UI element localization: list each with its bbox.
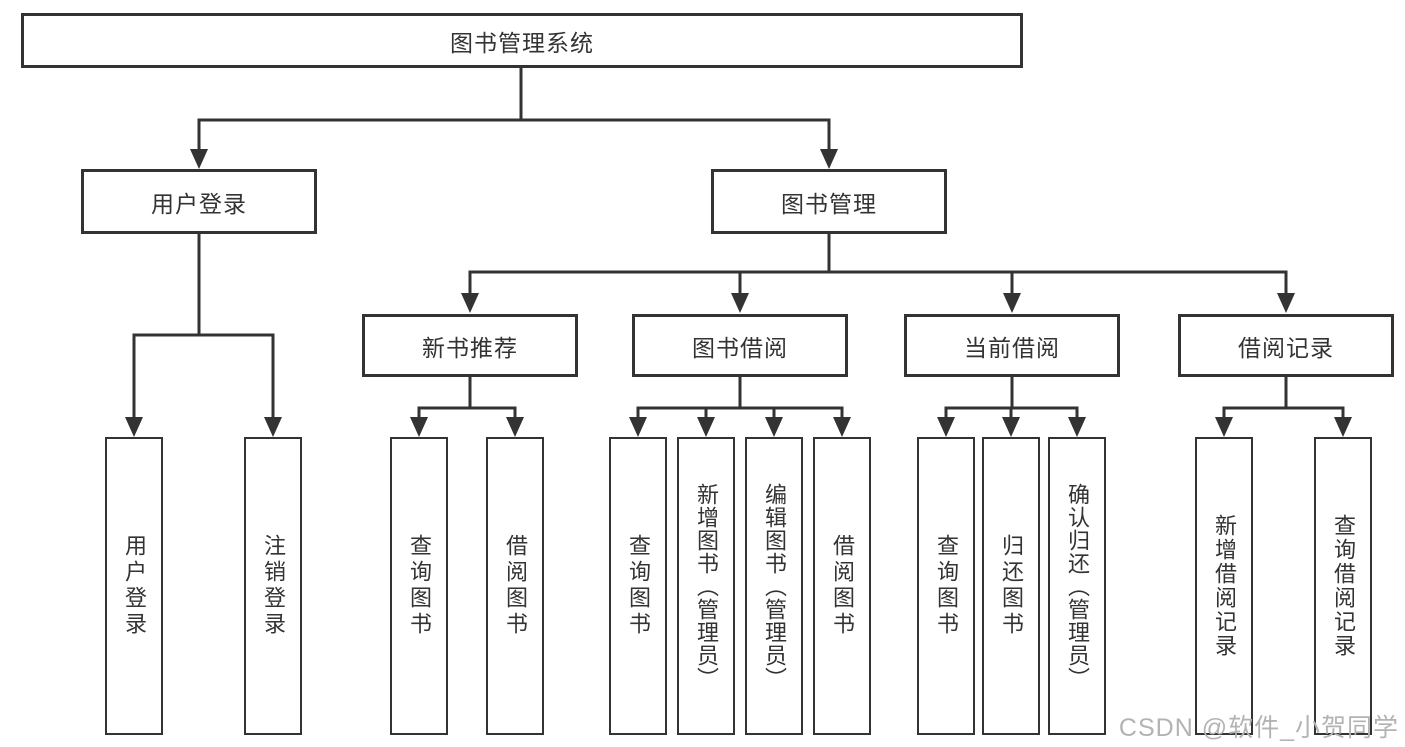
arrowhead-icon bbox=[1215, 417, 1233, 437]
csdn-watermark: CSDN @软件_小贺同学 bbox=[1118, 714, 1399, 742]
leaf-query-book: 查询图书 bbox=[609, 437, 667, 735]
arrowhead-icon bbox=[190, 149, 208, 169]
arrowhead-icon bbox=[765, 417, 783, 437]
node-book-management: 图书管理 bbox=[711, 169, 947, 234]
arrowhead-icon bbox=[1002, 417, 1020, 437]
leaf-return-book: 归还图书 bbox=[982, 437, 1040, 735]
leaf-query-book: 查询图书 bbox=[917, 437, 975, 735]
leaf-edit-book-admin: 编辑图书（管理员） bbox=[745, 437, 803, 735]
node-new-book-recommend: 新书推荐 bbox=[362, 314, 578, 377]
arrowhead-icon bbox=[1003, 293, 1021, 313]
node-root: 图书管理系统 bbox=[21, 13, 1023, 68]
arrowhead-icon bbox=[1068, 417, 1086, 437]
leaf-logout-login: 注销登录 bbox=[244, 437, 302, 735]
node-current-borrow: 当前借阅 bbox=[904, 314, 1120, 377]
arrowhead-icon bbox=[833, 417, 851, 437]
leaf-query-book: 查询图书 bbox=[390, 437, 448, 735]
arrowhead-icon bbox=[731, 293, 749, 313]
arrowhead-icon bbox=[125, 417, 143, 437]
leaf-borrow-book: 借阅图书 bbox=[813, 437, 871, 735]
arrowhead-icon bbox=[264, 417, 282, 437]
arrowhead-icon bbox=[1277, 293, 1295, 313]
arrowhead-icon bbox=[506, 417, 524, 437]
leaf-confirm-return-admin: 确认归还（管理员） bbox=[1048, 437, 1106, 735]
leaf-add-borrow-record: 新增借阅记录 bbox=[1195, 437, 1253, 735]
leaf-add-book-admin: 新增图书（管理员） bbox=[677, 437, 735, 735]
leaf-borrow-book: 借阅图书 bbox=[486, 437, 544, 735]
arrowhead-icon bbox=[461, 293, 479, 313]
arrowhead-icon bbox=[937, 417, 955, 437]
arrowhead-icon bbox=[697, 417, 715, 437]
leaf-query-borrow-record: 查询借阅记录 bbox=[1314, 437, 1372, 735]
node-book-borrow: 图书借阅 bbox=[632, 314, 848, 377]
node-user-login: 用户登录 bbox=[81, 169, 317, 234]
arrowhead-icon bbox=[629, 417, 647, 437]
arrowhead-icon bbox=[820, 149, 838, 169]
arrowhead-icon bbox=[1334, 417, 1352, 437]
node-borrow-record: 借阅记录 bbox=[1178, 314, 1394, 377]
arrowhead-icon bbox=[410, 417, 428, 437]
leaf-user-login: 用户登录 bbox=[105, 437, 163, 735]
